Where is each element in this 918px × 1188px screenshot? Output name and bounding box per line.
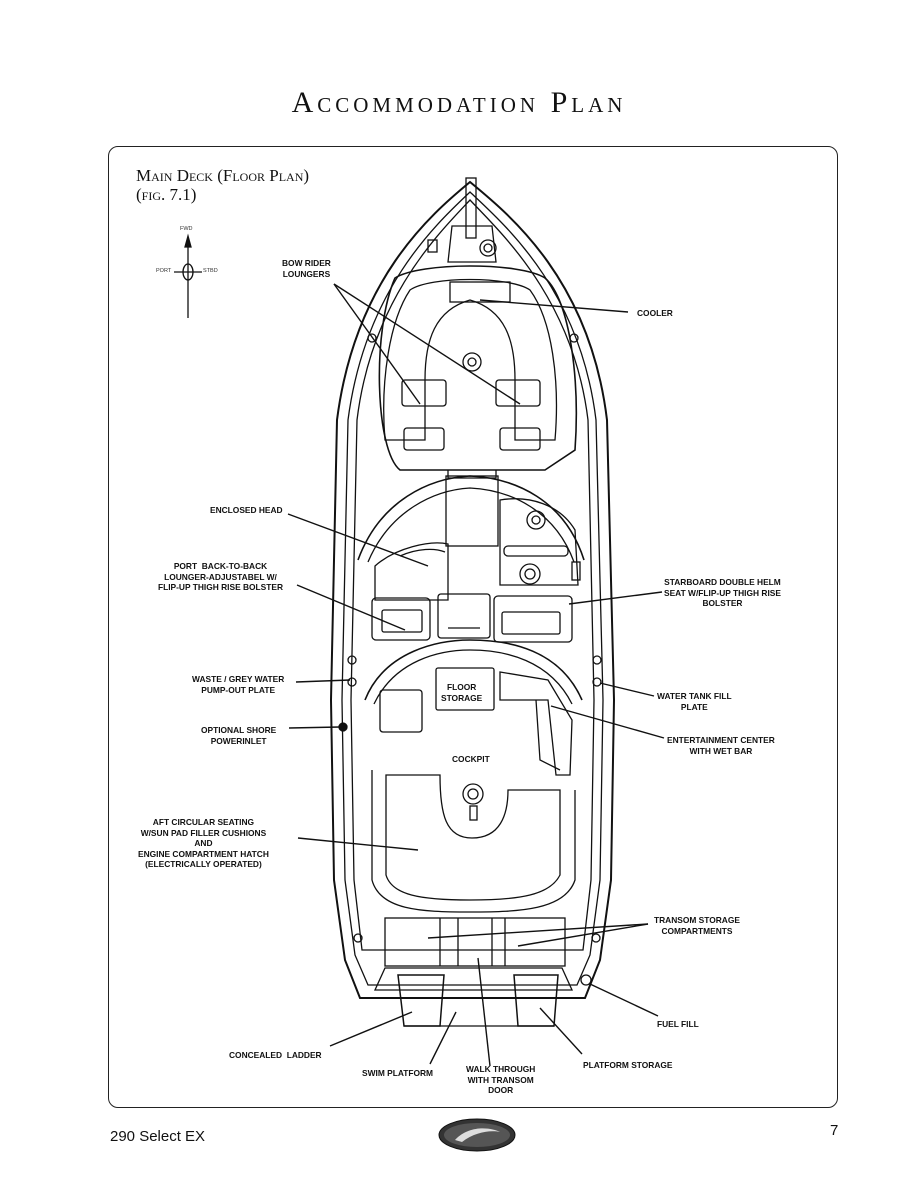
label-floor-storage: FLOOR STORAGE — [441, 682, 483, 703]
hull-outline — [329, 180, 616, 999]
label-bow-rider-loungers: BOW RIDER LOUNGERS — [282, 258, 331, 279]
figure-reference: (fig. 7.1) — [136, 185, 197, 204]
compass-rose-icon — [174, 233, 202, 318]
callout-leader-lines — [287, 283, 665, 1067]
enclosed-head-console — [374, 542, 449, 601]
hull-fittings — [338, 655, 602, 986]
helm-console — [499, 498, 581, 586]
label-cooler: COOLER — [637, 308, 673, 318]
label-concealed-ladder: CONCEALED LADDER — [229, 1050, 322, 1060]
brand-logo-icon — [438, 1118, 516, 1152]
label-starboard-helm: STARBOARD DOUBLE HELM SEAT W/FLIP-UP THI… — [664, 577, 781, 608]
page-number: 7 — [830, 1122, 839, 1139]
label-aft-seating: AFT CIRCULAR SEATING W/SUN PAD FILLER CU… — [138, 817, 269, 869]
transom-storage — [384, 917, 566, 967]
cockpit-seating — [364, 639, 583, 913]
label-water-tank-fill: WATER TANK FILL PLATE — [657, 691, 732, 712]
label-fuel-fill: FUEL FILL — [657, 1019, 699, 1029]
compass-port-label: PORT — [156, 268, 172, 274]
label-walk-through: WALK THROUGH WITH TRANSOM DOOR — [466, 1064, 536, 1095]
bow-seating — [367, 265, 579, 479]
label-platform-storage: PLATFORM STORAGE — [583, 1060, 673, 1070]
label-enclosed-head: ENCLOSED HEAD — [210, 505, 283, 515]
figure-title: Main Deck (Floor Plan) (fig. 7.1) — [136, 166, 309, 204]
compass-fwd-label: FWD — [180, 226, 193, 232]
label-cockpit: COCKPIT — [452, 754, 490, 764]
label-port-lounger: PORT BACK-TO-BACK LOUNGER-ADJUSTABEL W/ … — [158, 561, 284, 592]
label-swim-platform: SWIM PLATFORM — [362, 1068, 434, 1078]
swim-platform — [373, 967, 574, 1027]
page-title: Accommodation Plan — [291, 86, 627, 119]
forward-seats — [371, 593, 573, 643]
compass-stbd-label: STBD — [203, 268, 218, 274]
label-transom-storage: TRANSOM STORAGE COMPARTMENTS — [654, 915, 740, 936]
footer-model-name: 290 Select EX — [110, 1128, 206, 1145]
figure-title-main: Main Deck (Floor Plan) — [136, 166, 310, 185]
windshield — [357, 475, 585, 563]
bow-anchor-area — [427, 177, 497, 263]
label-shore-power: OPTIONAL SHORE POWERINLET — [201, 725, 277, 746]
label-entertainment-center: ENTERTAINMENT CENTER WITH WET BAR — [667, 735, 775, 756]
label-waste-pumpout: WASTE / GREY WATER PUMP-OUT PLATE — [192, 674, 285, 695]
figure-frame — [108, 146, 838, 1108]
